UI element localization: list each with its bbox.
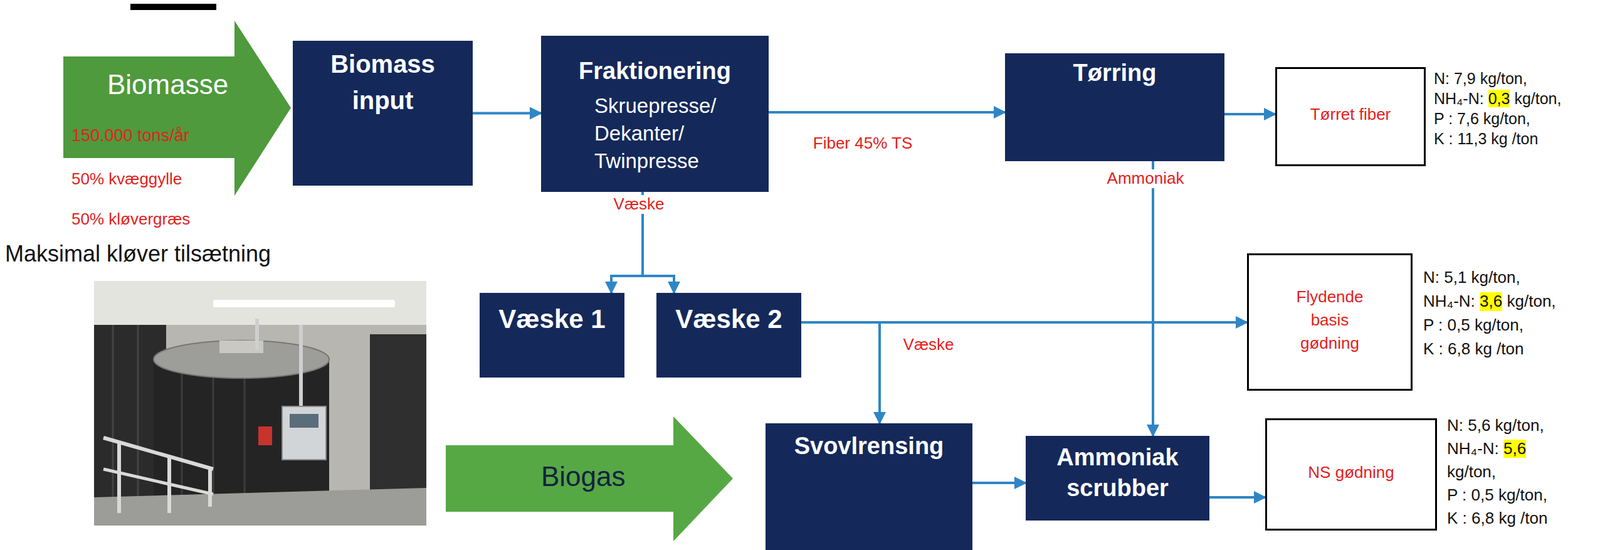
node-title: Fraktionering bbox=[578, 57, 732, 86]
nutrient-text: kg/ton, bbox=[1447, 462, 1496, 482]
nutrient-text: N: 5,6 kg/ton, bbox=[1447, 416, 1545, 436]
flow-arrow bbox=[1209, 495, 1266, 499]
node-title: Flydende basis gødning bbox=[1279, 285, 1380, 355]
nutrient-line: P : 7,6 kg/ton, bbox=[1433, 108, 1531, 129]
highlighted-value: 3,6 bbox=[1479, 292, 1503, 311]
node-title: NS gødning bbox=[1307, 462, 1394, 484]
photo-light bbox=[213, 299, 395, 308]
nutrient-text: K : 11,3 kg /ton bbox=[1433, 129, 1538, 148]
flow-arrow bbox=[801, 322, 880, 424]
arrow-fill bbox=[445, 416, 733, 542]
process-box: Svovlrensing bbox=[765, 423, 973, 550]
photo-rib bbox=[137, 324, 140, 526]
highlighted-value: 0,3 bbox=[1488, 89, 1511, 108]
photo-display bbox=[289, 413, 319, 428]
flow-arrow bbox=[1224, 112, 1276, 116]
arrow-fill bbox=[63, 20, 291, 196]
nutrient-line: K : 6,8 kg /ton bbox=[1447, 506, 1548, 530]
nutrient-line: K : 11,3 kg /ton bbox=[1433, 128, 1538, 149]
nutrient-text: K : 6,8 kg /ton bbox=[1423, 339, 1524, 359]
nutrient-text: kg/ton, bbox=[1514, 89, 1562, 108]
node-title: Væske 1 bbox=[498, 303, 606, 335]
nutrient-line: N: 7,9 kg/ton, bbox=[1433, 68, 1528, 89]
photo-switch bbox=[258, 426, 273, 446]
nutrient-line: P : 0,5 kg/ton, bbox=[1447, 483, 1548, 507]
node-body: 150.000 tons/år bbox=[71, 125, 190, 146]
node-title: Biogas bbox=[541, 460, 626, 494]
biogas-arrow: Biogas bbox=[445, 416, 733, 542]
note-label: Maksimal kløver tilsætning bbox=[5, 240, 271, 267]
nutrient-text: K : 6,8 kg /ton bbox=[1447, 509, 1548, 528]
nutrient-line: N: 5,6 kg/ton, bbox=[1447, 413, 1545, 437]
process-box: Tørring bbox=[1005, 53, 1225, 162]
photo-wall bbox=[94, 280, 427, 526]
photo-rail-post bbox=[167, 455, 172, 513]
flow-arrow bbox=[1151, 161, 1155, 436]
flow-arrow bbox=[472, 112, 542, 115]
edge-label: Fiber 45% TS bbox=[809, 134, 916, 153]
photo-rail-post bbox=[208, 467, 212, 507]
photo-pipe bbox=[255, 318, 259, 350]
nutrient-text: N: 5,1 kg/ton, bbox=[1423, 268, 1521, 288]
top-bar bbox=[130, 3, 217, 11]
process-box: Biomass input bbox=[292, 40, 473, 186]
photo-control-box bbox=[282, 406, 327, 460]
node-title: Svovlrensing bbox=[794, 431, 945, 461]
node-title: Tørring bbox=[1073, 58, 1157, 88]
plant-photo bbox=[94, 280, 427, 526]
highlighted-value: 5,6 bbox=[1503, 439, 1527, 459]
note-label: 50% kløvergræs bbox=[71, 210, 190, 229]
edge-label: Væske bbox=[899, 335, 958, 355]
flow-arrow bbox=[972, 481, 1026, 485]
flow-arrow bbox=[768, 110, 1006, 114]
photo-rail-post bbox=[117, 440, 122, 513]
photo-ceiling bbox=[94, 280, 427, 325]
node-title: Ammoniak scrubber bbox=[1033, 442, 1202, 504]
photo-pipe bbox=[299, 324, 303, 407]
nutrient-text: P : 0,5 kg/ton, bbox=[1423, 315, 1524, 335]
node-title: Tørret fiber bbox=[1310, 104, 1392, 126]
process-box: Væske 2 bbox=[656, 292, 802, 378]
note-label: 50% kvæggylle bbox=[71, 169, 182, 189]
nutrient-text: NH₄-N: bbox=[1423, 292, 1476, 311]
nutrient-text: NH₄-N: bbox=[1447, 439, 1500, 459]
product-box: NS gødning bbox=[1265, 418, 1437, 531]
photo-rib bbox=[112, 324, 115, 526]
nutrient-text: N: 7,9 kg/ton, bbox=[1433, 69, 1528, 88]
nutrient-text: P : 0,5 kg/ton, bbox=[1447, 485, 1548, 505]
photo-floor bbox=[94, 487, 427, 526]
edge-label: Væske bbox=[610, 194, 669, 214]
nutrient-text: P : 7,6 kg/ton, bbox=[1433, 109, 1531, 128]
nutrient-line: N: 5,1 kg/ton, bbox=[1423, 265, 1521, 290]
node-body: Skruepresse/ Dekanter/ Twinpresse bbox=[594, 92, 752, 176]
product-box: Flydende basis gødning bbox=[1247, 253, 1413, 391]
nutrient-line: K : 6,8 kg /ton bbox=[1423, 337, 1524, 362]
nutrient-text: kg/ton, bbox=[1507, 292, 1557, 311]
product-box: Tørret fiber bbox=[1275, 67, 1426, 167]
nutrient-line: NH₄-N:3,6kg/ton, bbox=[1423, 289, 1557, 314]
nutrient-line: P : 0,5 kg/ton, bbox=[1423, 313, 1524, 338]
nutrient-line: NH₄-N:5,6 bbox=[1447, 436, 1527, 461]
node-title: Biomass input bbox=[300, 45, 466, 119]
process-box: Ammoniak scrubber bbox=[1025, 435, 1210, 521]
process-box: FraktioneringSkruepresse/ Dekanter/ Twin… bbox=[541, 35, 769, 192]
nutrient-line: kg/ton, bbox=[1447, 460, 1496, 484]
node-title: Biomasse bbox=[107, 68, 229, 102]
edge-label: Ammoniak bbox=[1103, 169, 1189, 189]
nutrient-line: NH₄-N:0,3kg/ton, bbox=[1433, 88, 1562, 109]
nutrient-text: NH₄-N: bbox=[1433, 89, 1485, 108]
process-box: Væske 1 bbox=[479, 292, 625, 378]
node-title: Væske 2 bbox=[675, 303, 782, 335]
